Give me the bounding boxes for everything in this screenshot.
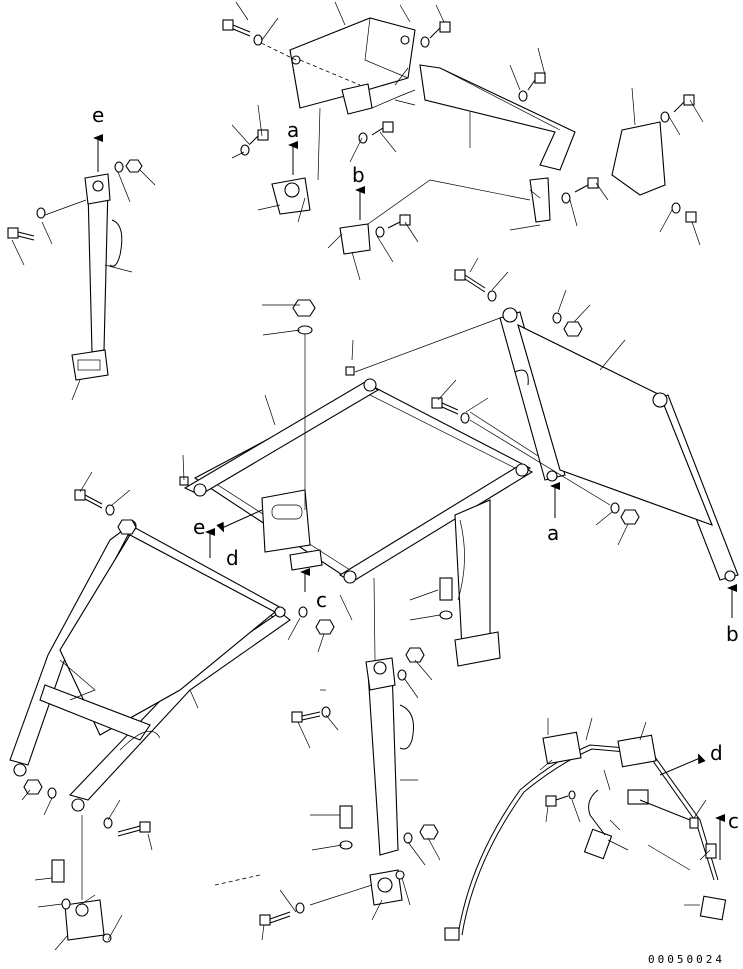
leader-lines-top: [231, 1, 704, 281]
washer: [610, 502, 620, 514]
bolt: [339, 805, 353, 829]
bolt: [527, 72, 546, 91]
washer: [552, 312, 562, 324]
washer: [298, 606, 308, 618]
side-cover: [611, 121, 666, 196]
washer: [103, 817, 113, 829]
nut: [419, 824, 439, 840]
bolt: [673, 94, 695, 113]
washer: [561, 192, 571, 204]
washer: [397, 669, 407, 681]
washer: [105, 504, 115, 516]
callout-b-top: b: [352, 163, 365, 187]
bracket-b: [341, 83, 373, 115]
nut: [405, 647, 425, 663]
washer: [439, 610, 453, 620]
bolt: [454, 269, 466, 281]
washer: [321, 706, 331, 718]
nut: [315, 619, 335, 635]
washer: [460, 412, 470, 424]
washer: [61, 898, 71, 910]
callout-d-harness: d: [710, 741, 723, 765]
washer: [297, 325, 313, 335]
bolt: [387, 214, 411, 229]
washer: [36, 207, 46, 219]
fasteners-top: [222, 19, 697, 238]
bolt: [222, 19, 251, 37]
washer: [240, 144, 250, 156]
nut: [117, 519, 137, 535]
bolt: [429, 21, 451, 39]
left-mesh-guard: [9, 471, 335, 951]
nut: [125, 159, 143, 173]
hole: [400, 35, 410, 45]
nut: [620, 509, 640, 525]
bolt: [685, 211, 697, 223]
washer: [671, 202, 681, 214]
washer: [295, 902, 305, 914]
bolt: [51, 859, 65, 883]
center-lower-post: [214, 577, 453, 941]
bolt: [431, 397, 443, 409]
center-roof-frame: [179, 299, 553, 667]
bracket-b-lower: [339, 223, 371, 255]
callout-c-harness: c: [728, 809, 739, 833]
callout-c-center: c: [316, 588, 327, 612]
top-bracket-assembly: [254, 17, 666, 255]
side-bracket: [529, 177, 551, 223]
mount-plate: [261, 489, 311, 553]
washer: [518, 90, 528, 102]
washer: [403, 832, 413, 844]
bolt: [291, 711, 303, 723]
wiring-harness: [444, 717, 727, 941]
bolt: [439, 577, 453, 601]
washer: [420, 36, 430, 48]
washer: [375, 226, 385, 238]
callout-b-right: b: [726, 622, 739, 646]
bolt: [371, 121, 394, 136]
washer: [114, 161, 124, 173]
bolt: [574, 177, 599, 193]
bolt: [139, 821, 151, 833]
bolt: [7, 227, 19, 239]
washer: [660, 111, 670, 123]
washer: [568, 790, 576, 800]
bolt: [259, 914, 271, 926]
right-mesh-guard: [431, 257, 739, 618]
callout-e-top: e: [92, 103, 104, 127]
bolt: [545, 795, 557, 807]
washer: [253, 34, 263, 46]
drawing-number: 00050024: [648, 953, 725, 966]
nut: [23, 779, 43, 795]
left-upright-post: [7, 134, 156, 401]
nut: [563, 321, 583, 337]
washer: [487, 290, 497, 302]
nut: [292, 299, 316, 317]
callout-a-right: a: [547, 521, 559, 545]
callout-a-top: a: [287, 118, 299, 142]
callout-e-center: e: [193, 515, 205, 539]
callout-d-center: d: [226, 546, 239, 570]
channel-rail: [419, 64, 576, 171]
washer: [47, 787, 57, 799]
bolt: [249, 129, 269, 145]
